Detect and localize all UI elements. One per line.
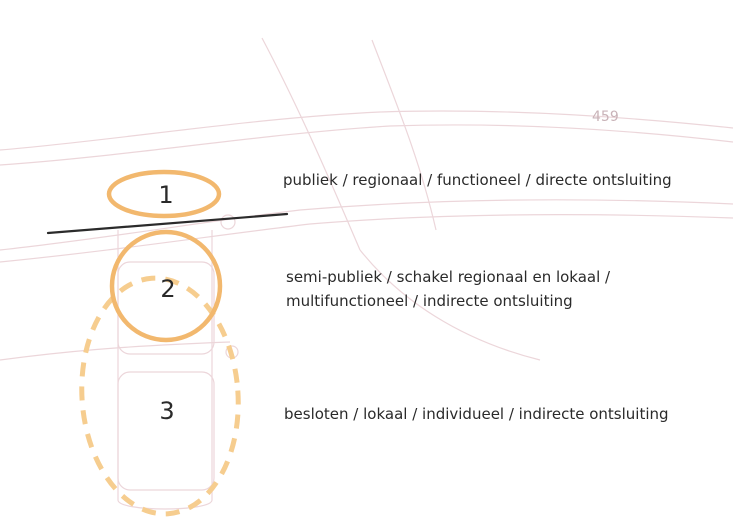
zone-2-description: semi-publiek / schakel regionaal en loka…	[286, 265, 610, 313]
sketch-road-lower	[0, 341, 231, 361]
sketch-plot-lower	[117, 371, 215, 491]
zone-3-number: 3	[159, 397, 174, 425]
zone-2-description-line-1: semi-publiek / schakel regionaal en loka…	[286, 268, 611, 286]
sketch-road-middle	[0, 199, 733, 251]
boundary-line	[46, 212, 289, 235]
zone-2-outline	[109, 229, 223, 343]
zone-1-number: 1	[158, 181, 173, 209]
zone-1-outline	[106, 169, 222, 219]
zone-1-description: publiek / regionaal / functioneel / dire…	[283, 168, 672, 192]
sketch-building-column	[117, 230, 213, 510]
sketch-road-middle-edge	[0, 214, 733, 263]
sketch-road-arc	[359, 249, 541, 361]
sketch-road-diagonal-a	[261, 37, 361, 251]
sketch-road-upper-edge	[0, 124, 733, 166]
zone-2-description-line-2: multifunctioneel / indirecte ontsluiting	[286, 292, 573, 310]
background-sketch	[0, 37, 733, 510]
zone-1-description-line: publiek / regionaal / functioneel / dire…	[283, 171, 672, 189]
zone-3-description-line: besloten / lokaal / individueel / indire…	[284, 405, 669, 423]
zone-3-description: besloten / lokaal / individueel / indire…	[284, 402, 669, 426]
sketch-corner-number: 459	[592, 109, 619, 125]
sketch-road-upper	[0, 110, 733, 151]
zone-2-number: 2	[160, 275, 175, 303]
zone-3-outline	[79, 275, 241, 517]
sketch-node-upper	[220, 214, 236, 230]
sketch-road-diagonal-b	[371, 39, 437, 231]
